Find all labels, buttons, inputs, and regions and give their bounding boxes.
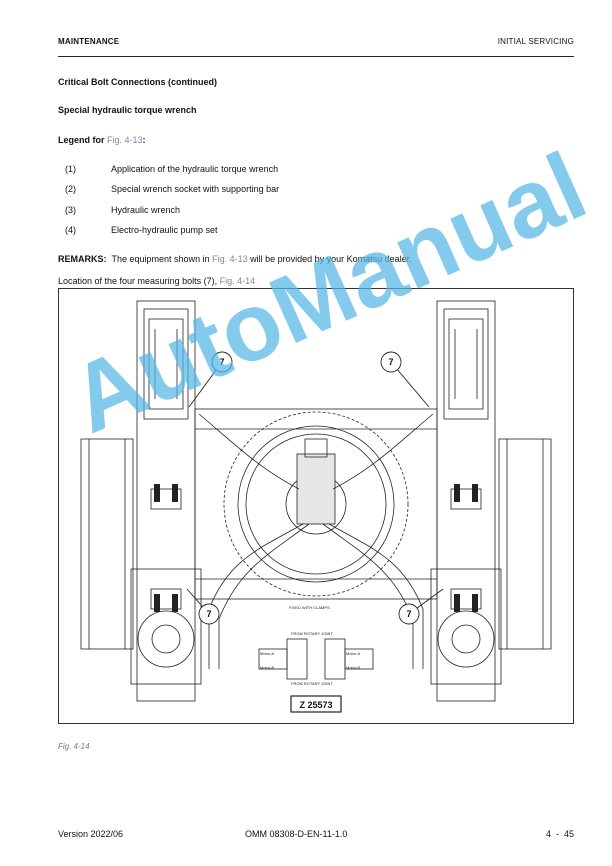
legend-item: (1) Application of the hydraulic torque w… <box>65 164 278 174</box>
legend-item-number: (1) <box>65 164 76 174</box>
legend-item: (4) Electro-hydraulic pump set <box>65 225 218 235</box>
figure-caption: Fig. 4-14 <box>58 742 90 751</box>
undercarriage-drawing: 7 7 7 7 FIXED WITH CLAMPS FROM ROTARY JO… <box>80 300 552 713</box>
legend-suffix: : <box>142 135 146 145</box>
callout-7-top-right: 7 <box>388 357 393 367</box>
motor-label: Motor-A <box>346 651 361 656</box>
note-from-joint-top: FROM ROTARY JOINT <box>291 631 333 636</box>
motor-label: Motor-B <box>346 665 361 670</box>
drawing-id-box: Z 25573 <box>290 695 342 713</box>
legend-item: (2) Special wrench socket with supporting… <box>65 184 279 194</box>
remarks-fig-link[interactable]: Fig. 4-13 <box>212 254 248 264</box>
legend-item: (3) Hydraulic wrench <box>65 205 180 215</box>
footer-page-number: 4 - 45 <box>545 829 574 839</box>
motor-label: Motor-A <box>260 651 275 656</box>
remarks-paragraph: REMARKS: The equipment shown in Fig. 4-1… <box>58 254 412 264</box>
motor-label: Motor-B <box>260 665 275 670</box>
header-section-title: MAINTENANCE <box>58 37 120 46</box>
legend-item-text: Application of the hydraulic torque wren… <box>111 164 279 174</box>
remarks-label: REMARKS: <box>58 254 107 264</box>
legend-item-text: Electro-hydraulic pump set <box>111 225 218 235</box>
legend-item-text: Hydraulic wrench <box>111 205 181 215</box>
note-clamps: FIXED WITH CLAMPS <box>289 605 330 610</box>
location-bolt-number: 7 <box>206 276 212 286</box>
subsection-title: Special hydraulic torque wrench <box>58 105 197 115</box>
remarks-text-end: will be provided by your Komatsu dealer. <box>247 254 412 264</box>
drawing-id: Z 25573 <box>299 700 332 710</box>
location-text: Location of the four measuring bolts ( <box>58 276 207 286</box>
footer-version: Version 2022/06 <box>58 829 124 839</box>
callout-7-bottom-left: 7 <box>206 609 211 619</box>
legend-fig-link[interactable]: Fig. 4-13 <box>107 135 143 145</box>
remarks-text: The equipment shown in <box>111 254 213 264</box>
location-text-mid: ), <box>211 276 220 286</box>
legend-heading: Legend for Fig. 4-13: <box>58 135 146 145</box>
header-divider <box>58 56 574 57</box>
legend-item-number: (3) <box>65 205 76 215</box>
legend-item-number: (2) <box>65 184 76 194</box>
legend-prefix: Legend for <box>58 135 107 145</box>
legend-item-text: Special wrench socket with supporting ba… <box>111 184 280 194</box>
section-title: Critical Bolt Connections (continued) <box>58 77 217 87</box>
location-line: Location of the four measuring bolts (7)… <box>58 276 255 286</box>
header-chapter-title: INITIAL SERVICING <box>497 37 574 46</box>
footer-document-id: OMM 08308-D-EN-11-1.0 <box>245 829 348 839</box>
location-fig-link[interactable]: Fig. 4-14 <box>219 276 256 286</box>
figure-frame: 7 7 7 7 FIXED WITH CLAMPS FROM ROTARY JO… <box>58 288 574 724</box>
callout-7-top-left: 7 <box>219 357 224 367</box>
note-from-joint-bottom: FROM ROTARY JOINT <box>291 681 333 686</box>
legend-item-number: (4) <box>65 225 76 235</box>
callout-7-bottom-right: 7 <box>406 609 411 619</box>
